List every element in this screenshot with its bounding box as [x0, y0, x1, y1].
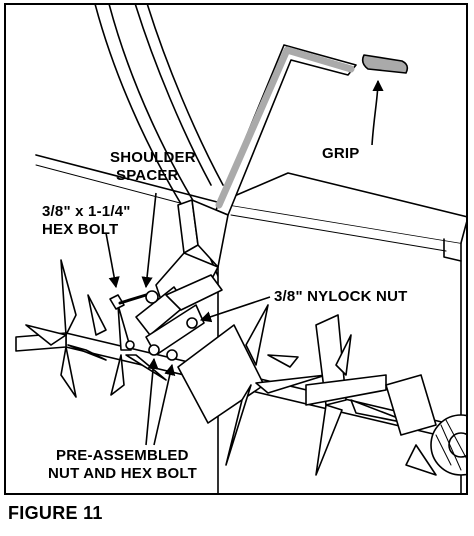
figure-caption: FIGURE 11 — [8, 503, 103, 523]
hex-bolt-line-2: HEX BOLT — [42, 221, 119, 238]
aerator-assembly-illustration — [15, 5, 466, 493]
nylock-nut-part — [186, 317, 198, 329]
pre-assembled-label: PRE-ASSEMBLED NUT AND HEX BOLT — [48, 447, 197, 483]
hex-bolt-leader-arrow — [105, 232, 120, 289]
shoulder-spacer-line-1: SHOULDER — [110, 149, 196, 166]
pre-assembled-line-2: NUT AND HEX BOLT — [48, 465, 198, 482]
pre-assembled-nut-2 — [166, 349, 178, 361]
deck-edge-line — [35, 154, 222, 204]
pre-assembled-leader-arrow-1 — [145, 357, 159, 446]
pre-assembled-leader-arrow-2 — [153, 363, 176, 446]
hex-bolt — [109, 293, 148, 310]
grip-leader-arrow — [371, 79, 384, 146]
tine-set-left — [25, 259, 167, 398]
mounting-bracket — [135, 199, 229, 356]
shoulder-spacer-label: SHOULDER SPACER — [110, 149, 196, 185]
tine-set-center — [177, 304, 327, 466]
grip-piece — [361, 54, 409, 74]
wheel — [430, 414, 466, 476]
tine-set-right — [305, 314, 437, 476]
hex-bolt-label: 3/8" x 1-1/4" HEX BOLT — [42, 203, 131, 239]
nylock-nut-leader-arrow — [199, 296, 271, 323]
pre-assembled-nut-1 — [148, 344, 160, 356]
grip-label: GRIP — [322, 145, 359, 163]
nylock-nut-label: 3/8" NYLOCK NUT — [274, 288, 407, 306]
pre-assembled-line-1: PRE-ASSEMBLED — [56, 447, 189, 464]
hex-bolt-line-1: 3/8" x 1-1/4" — [42, 203, 131, 220]
shoulder-spacer-leader-arrow — [141, 192, 157, 289]
pre-assembled-nut-3 — [125, 340, 135, 350]
shoulder-spacer-part — [145, 290, 159, 304]
figure-frame: GRIP SHOULDER SPACER 3/8" x 1-1/4" HEX B… — [4, 3, 468, 495]
shoulder-spacer-line-2: SPACER — [116, 167, 179, 184]
grip-label-text: GRIP — [322, 145, 360, 162]
nylock-nut-label-text: 3/8" NYLOCK NUT — [274, 288, 408, 305]
